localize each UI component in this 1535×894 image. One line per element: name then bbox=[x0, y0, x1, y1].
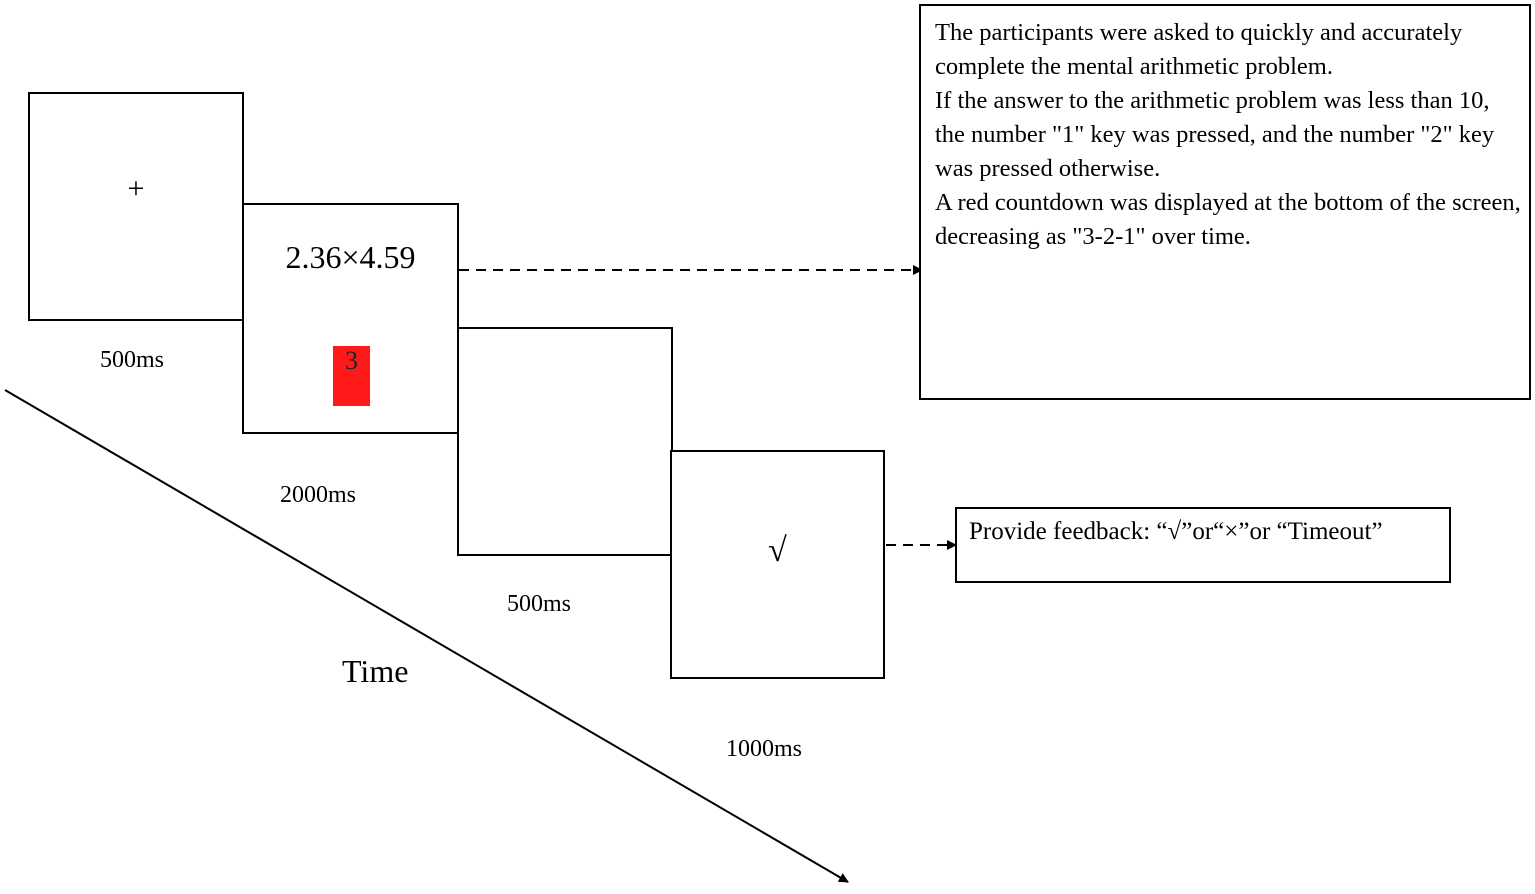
blank-screen bbox=[457, 327, 673, 556]
fixation-duration: 500ms bbox=[100, 347, 165, 373]
problem-duration: 2000ms bbox=[280, 482, 357, 508]
time-axis-arrow bbox=[4, 389, 849, 883]
fixation-screen: + bbox=[28, 92, 244, 321]
red-countdown: 3 bbox=[333, 346, 370, 406]
time-axis-label: Time bbox=[342, 653, 409, 689]
instruction-line: A red countdown was displayed at the bot… bbox=[935, 189, 1521, 250]
instruction-line: The participants were asked to quickly a… bbox=[935, 19, 1463, 80]
feedback-screen: √ bbox=[670, 450, 885, 679]
arithmetic-problem: 2.36×4.59 bbox=[285, 239, 416, 275]
feedback-duration: 1000ms bbox=[726, 736, 803, 762]
feedback-check-mark: √ bbox=[768, 532, 787, 569]
blank-duration: 500ms bbox=[507, 591, 572, 617]
arithmetic-problem-screen: 2.36×4.59 3 bbox=[242, 203, 459, 434]
feedback-note: Provide feedback: “√”or“×”or “Timeout” bbox=[955, 507, 1451, 583]
instructions-note: The participants were asked to quickly a… bbox=[919, 4, 1531, 400]
fixation-cross: + bbox=[127, 172, 145, 205]
instruction-line: If the answer to the arithmetic problem … bbox=[935, 87, 1495, 182]
